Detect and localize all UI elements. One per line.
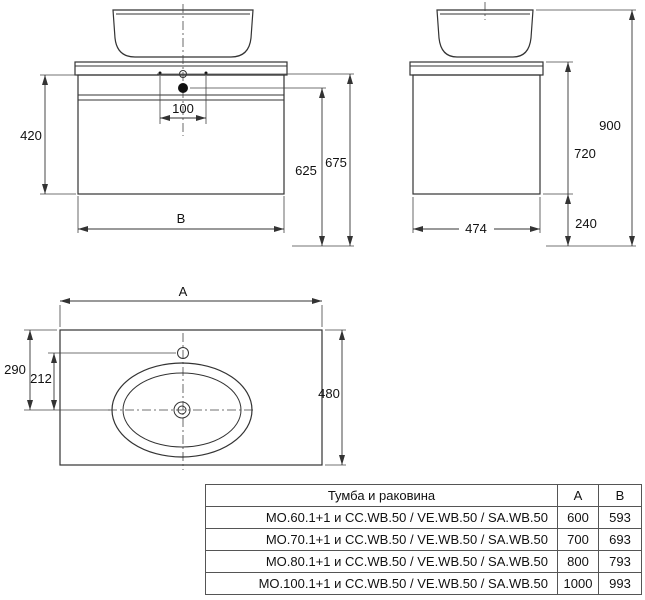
dim-b-cell: 793 <box>598 550 642 573</box>
model-cell: MO.70.1+1 и CC.WB.50 / VE.WB.50 / SA.WB.… <box>205 528 558 551</box>
countertop-front <box>74 61 288 76</box>
table-header-a: A <box>557 484 599 507</box>
model-cell: MO.80.1+1 и CC.WB.50 / VE.WB.50 / SA.WB.… <box>205 550 558 573</box>
dim-100-label: 100 <box>172 101 194 116</box>
cabinet-side <box>412 74 541 195</box>
dim-480-label: 480 <box>318 386 340 401</box>
dim-b-cell: 593 <box>598 506 642 529</box>
dim-B: B <box>77 196 285 233</box>
dim-a-cell: 1000 <box>557 572 599 595</box>
dim-420-label: 420 <box>20 128 42 143</box>
dim-b-cell: 993 <box>598 572 642 595</box>
dim-675-label: 675 <box>325 155 347 170</box>
faucet-hole-plan <box>177 347 189 359</box>
dim-a-cell: 700 <box>557 528 599 551</box>
dim-a-cell: 600 <box>557 506 599 529</box>
dim-900: 900 <box>599 10 635 246</box>
dim-474: 474 <box>412 197 541 236</box>
dim-720-240: 720 240 <box>565 62 597 246</box>
basin-outline-outer <box>111 362 253 458</box>
faucet-hole-main <box>178 83 188 93</box>
dim-900-label: 900 <box>599 118 621 133</box>
model-cell: MO.100.1+1 и CC.WB.50 / VE.WB.50 / SA.WB… <box>205 572 558 595</box>
side-view: 474 720 240 900 <box>409 2 636 247</box>
dim-625-675: 625 675 <box>157 73 354 247</box>
vessel-basin-side <box>436 9 534 58</box>
dim-420: 420 <box>20 74 76 195</box>
dim-B-label: B <box>177 211 186 226</box>
dim-a-cell: 800 <box>557 550 599 573</box>
dim-240-label: 240 <box>575 216 597 231</box>
drain-outer <box>173 401 191 419</box>
vessel-basin-front <box>112 9 254 58</box>
dim-212-label: 212 <box>30 371 52 386</box>
plan-view: A 290 212 <box>4 284 346 470</box>
dim-100: 100 <box>159 76 207 124</box>
arrow-240-top <box>565 194 571 204</box>
size-table: Тумба и раковина A B MO.60.1+1 и CC.WB.5… <box>205 484 642 595</box>
dim-290-label: 290 <box>4 362 26 377</box>
countertop-plan <box>59 329 323 466</box>
dim-625-label: 625 <box>295 163 317 178</box>
table-row: MO.80.1+1 и CC.WB.50 / VE.WB.50 / SA.WB.… <box>205 550 642 573</box>
front-view: 420 100 625 675 <box>20 4 354 247</box>
model-cell: MO.60.1+1 и CC.WB.50 / VE.WB.50 / SA.WB.… <box>205 506 558 529</box>
dim-480: 480 <box>318 329 346 466</box>
countertop-side <box>409 61 544 76</box>
dim-A-label: A <box>179 284 188 299</box>
dim-A: A <box>59 284 323 327</box>
dim-720-label: 720 <box>574 146 596 161</box>
dim-290-212: 290 212 <box>4 329 176 411</box>
cabinet-front <box>77 74 285 195</box>
dim-b-cell: 693 <box>598 528 642 551</box>
table-row: MO.60.1+1 и CC.WB.50 / VE.WB.50 / SA.WB.… <box>205 506 642 529</box>
basin-outline-inner <box>122 372 242 448</box>
table-header-row: Тумба и раковина A B <box>205 484 642 507</box>
table-row: MO.70.1+1 и CC.WB.50 / VE.WB.50 / SA.WB.… <box>205 528 642 551</box>
dim-474-label: 474 <box>465 221 487 236</box>
drain-inner <box>177 405 187 415</box>
table-header-name: Тумба и раковина <box>205 484 558 507</box>
table-row: MO.100.1+1 и CC.WB.50 / VE.WB.50 / SA.WB… <box>205 572 642 595</box>
table-header-b: B <box>598 484 642 507</box>
